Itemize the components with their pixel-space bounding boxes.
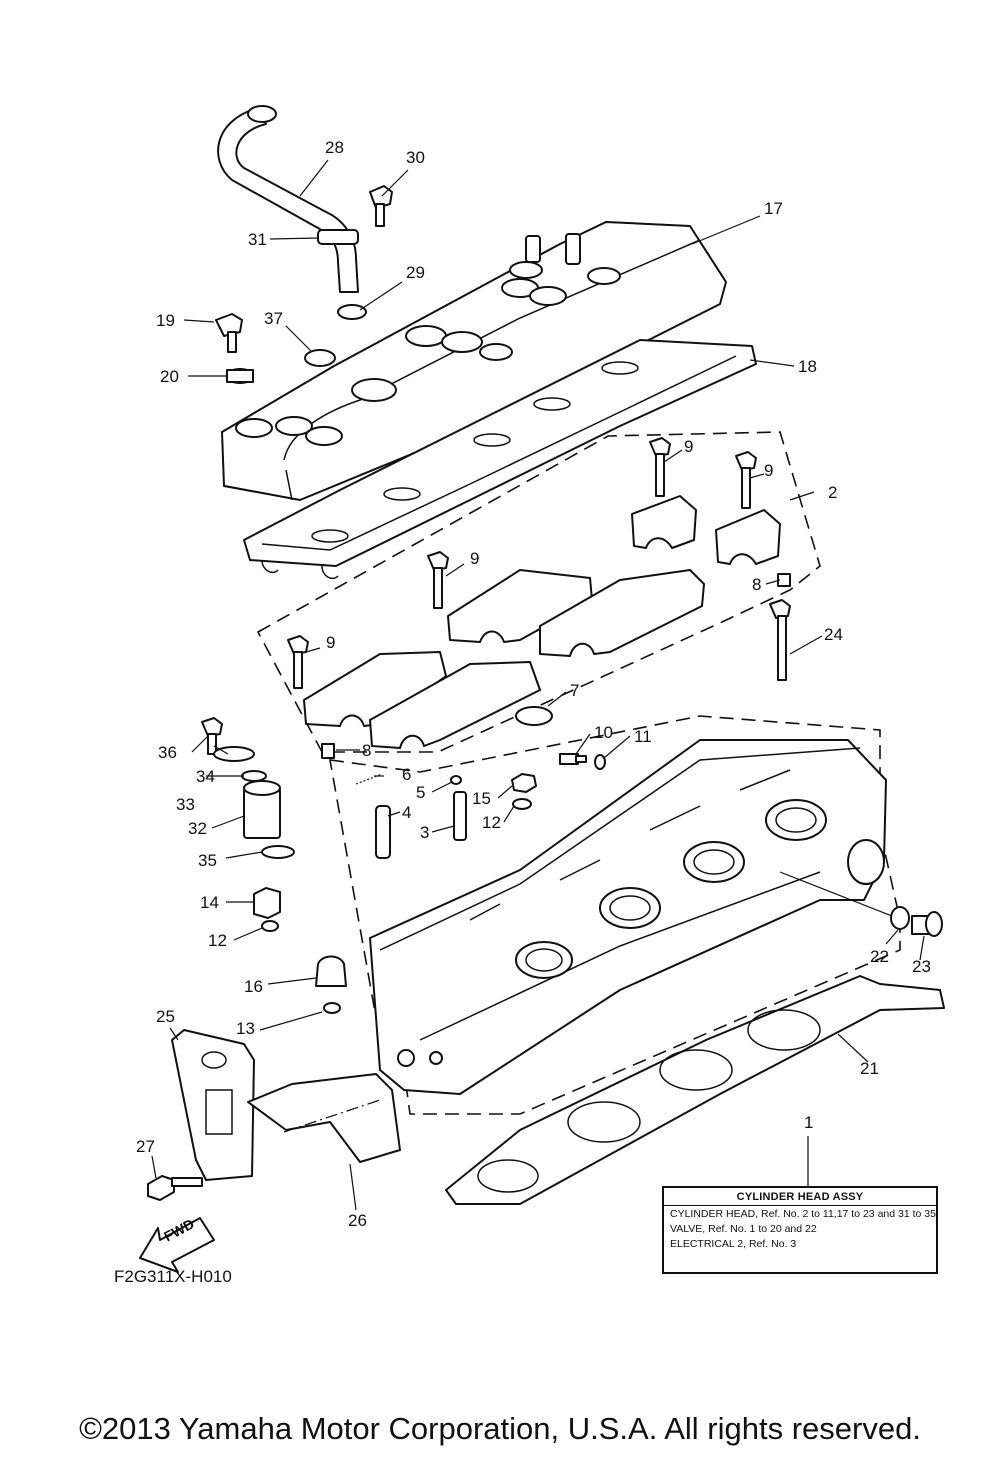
- breather-hose: [217, 105, 359, 293]
- callouts: 28 30 31 17 29 19 37 20 18 9 9 2 9 8 9 2…: [136, 138, 931, 1230]
- camshaft-bracket-lower: [303, 651, 541, 749]
- nut-14: [253, 887, 281, 919]
- callout-35: 35: [198, 851, 217, 870]
- callout-9-b: 9: [764, 461, 773, 480]
- o-ring-5: [450, 775, 462, 785]
- assembly-outline-2: [256, 431, 821, 753]
- callout-9-a: 9: [684, 437, 693, 456]
- callout-20: 20: [160, 367, 179, 386]
- callout-36: 36: [158, 743, 177, 762]
- callout-1: 1: [804, 1113, 813, 1132]
- callout-28: 28: [325, 138, 344, 157]
- callout-29: 29: [406, 263, 425, 282]
- nut-15: [511, 773, 537, 793]
- callout-10: 10: [594, 723, 613, 742]
- guide-4: [375, 805, 391, 859]
- callout-11: 11: [634, 727, 652, 746]
- bolt-27: [147, 1175, 203, 1201]
- callout-8-b: 8: [362, 741, 371, 760]
- bolt-36: [201, 717, 223, 755]
- callout-15: 15: [472, 789, 491, 808]
- bracket-25: [171, 1029, 255, 1181]
- cylinder-head: [369, 739, 887, 1095]
- bolt-30: [369, 185, 393, 227]
- callout-24: 24: [824, 625, 843, 644]
- callout-12-b: 12: [208, 931, 227, 950]
- damper-20: [226, 368, 254, 384]
- plug-23: [911, 911, 943, 937]
- callout-3: 3: [420, 823, 429, 842]
- callout-6: 6: [402, 765, 411, 784]
- assembly-reference-box: CYLINDER HEAD ASSY CYLINDER HEAD, Ref. N…: [662, 1186, 938, 1274]
- bracket-26: [247, 1073, 401, 1163]
- dowel-8-b: [321, 743, 335, 759]
- pin-6: [355, 773, 383, 785]
- washer-12-b: [261, 920, 279, 932]
- copyright-notice: ©2013 Yamaha Motor Corporation, U.S.A. A…: [79, 1411, 921, 1446]
- head-gasket: [445, 975, 945, 1205]
- callout-2: 2: [828, 483, 837, 502]
- assembly-title: CYLINDER HEAD ASSY: [664, 1188, 936, 1206]
- washer-33: [241, 770, 267, 782]
- callout-19: 19: [156, 311, 175, 330]
- washer-11: [594, 754, 606, 770]
- cap-nut-16: [315, 955, 347, 987]
- callout-4: 4: [402, 803, 411, 822]
- callout-7: 7: [570, 681, 579, 700]
- callout-5: 5: [416, 783, 425, 802]
- callout-25: 25: [156, 1007, 175, 1026]
- callout-8-a: 8: [752, 575, 761, 594]
- camshaft-bracket-upper: [447, 569, 705, 657]
- bolt-24: [769, 599, 791, 681]
- washer-34: [213, 746, 255, 762]
- callout-32: 32: [188, 819, 207, 838]
- cylinder-head-cover: [221, 221, 727, 501]
- bolt-19: [215, 313, 243, 353]
- callout-34: 34: [196, 767, 215, 786]
- bolt-9-c: [427, 551, 449, 609]
- callout-27: 27: [136, 1137, 155, 1156]
- callout-23: 23: [912, 957, 931, 976]
- callout-31: 31: [248, 230, 267, 249]
- plug-7: [515, 706, 553, 726]
- bolt-9-b: [735, 451, 757, 509]
- washer-22: [890, 906, 910, 930]
- callout-9-d: 9: [326, 633, 335, 652]
- callout-13: 13: [236, 1019, 255, 1038]
- fwd-arrow-icon: [139, 1217, 215, 1273]
- callout-16: 16: [244, 977, 263, 996]
- bolt-9-a: [649, 437, 671, 497]
- callout-30: 30: [406, 148, 425, 167]
- assembly-line-valve: VALVE, Ref. No. 1 to 20 and 22: [670, 1223, 817, 1235]
- bolt-10: [559, 753, 587, 765]
- leader-lines: [151, 159, 925, 1211]
- callout-22: 22: [870, 947, 889, 966]
- cover-gasket: [243, 339, 757, 580]
- grommet-37: [304, 349, 336, 367]
- callout-18: 18: [798, 357, 817, 376]
- callout-17: 17: [764, 199, 783, 218]
- callout-12-a: 12: [482, 813, 501, 832]
- callout-37: 37: [264, 309, 283, 328]
- assembly-line-cylinder-head: CYLINDER HEAD, Ref. No. 2 to 11,17 to 23…: [670, 1208, 936, 1220]
- washer-12-a: [512, 798, 532, 810]
- assembly-line-electrical: ELECTRICAL 2, Ref. No. 3: [670, 1238, 797, 1250]
- sleeve-32: [243, 780, 281, 839]
- callout-26: 26: [348, 1211, 367, 1230]
- sleeve-3: [453, 791, 467, 841]
- callout-9-c: 9: [470, 549, 479, 568]
- callout-14: 14: [200, 893, 219, 912]
- o-ring-35: [261, 845, 295, 859]
- o-ring-29: [337, 304, 367, 320]
- callout-33: 33: [176, 795, 195, 814]
- cam-cap-upper-right: [631, 495, 781, 565]
- washer-13: [323, 1002, 341, 1014]
- drawing-code: F2G311X-H010: [114, 1267, 232, 1286]
- callout-21: 21: [860, 1059, 879, 1078]
- bolt-9-d: [287, 635, 309, 689]
